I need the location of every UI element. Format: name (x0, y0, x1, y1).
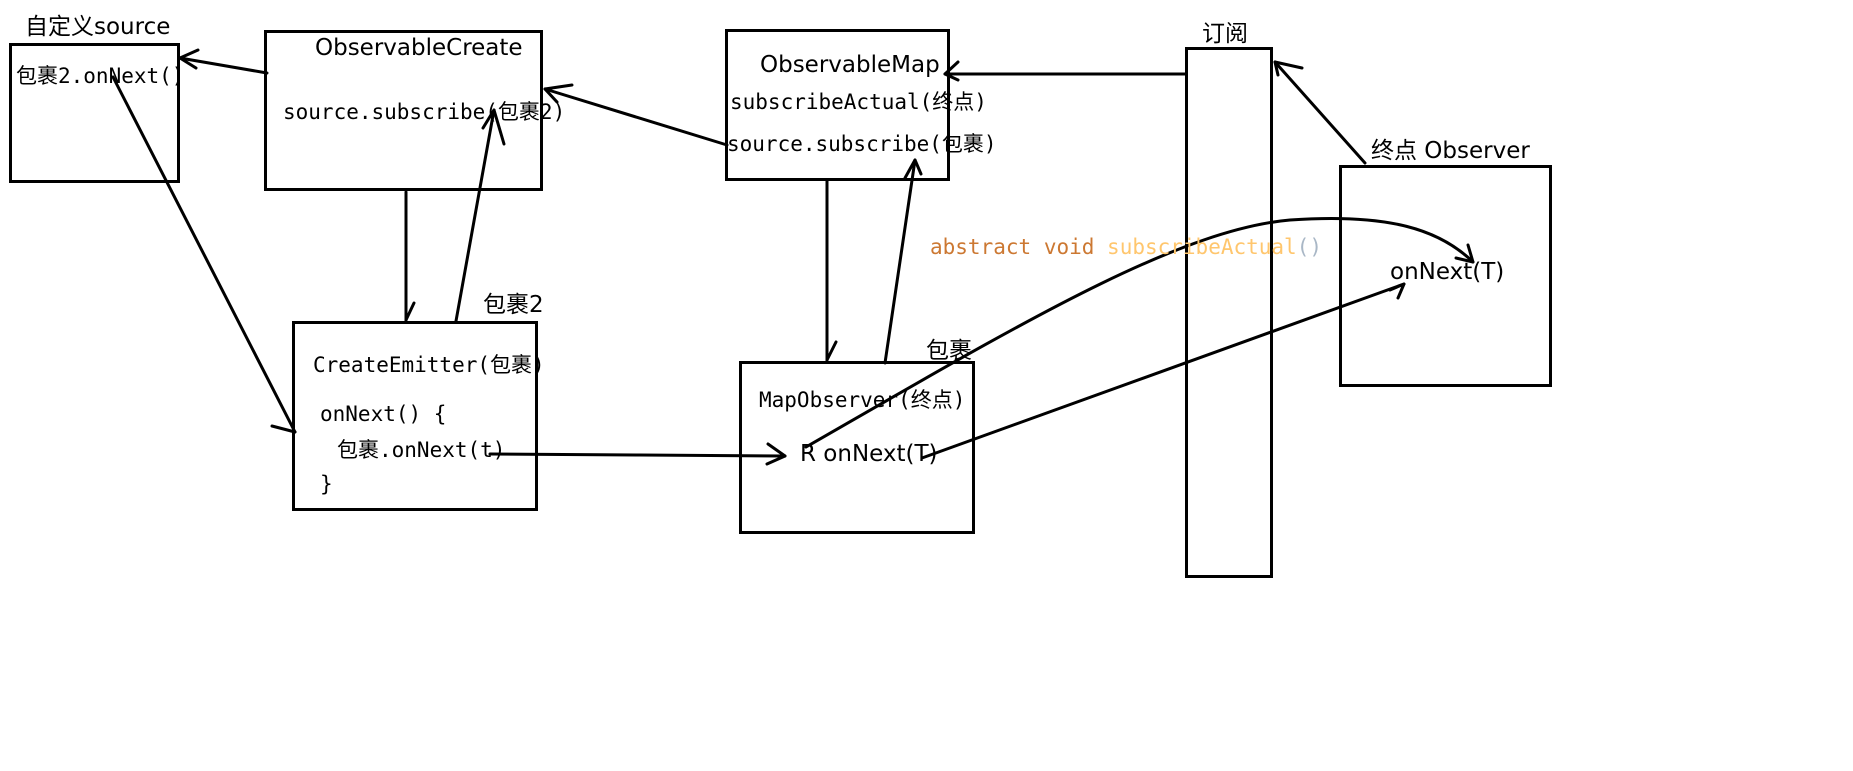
map-observer-title: MapObserver(终点) (759, 388, 966, 412)
observable-create-subscribe: source.subscribe(包裹2) (283, 100, 566, 124)
subscribe-bar (1185, 47, 1273, 578)
code-keyword-abstract: abstract (930, 235, 1032, 259)
arrow-mapobserver-to-observer (920, 282, 1406, 460)
observable-map-box (725, 29, 950, 181)
arrow-observer-to-subscribe (1273, 60, 1367, 165)
curve-to-observer (804, 216, 1475, 449)
custom-source-box (9, 43, 180, 183)
code-method-name: subscribeActual (1107, 235, 1297, 259)
create-emitter-call: 包裹.onNext(t) (337, 438, 506, 462)
arrow-emitter-to-mapobserver (488, 452, 787, 458)
observable-map-title: ObservableMap (760, 52, 940, 78)
abstract-method-code: abstract void subscribeActual() (930, 237, 1322, 258)
custom-source-label: 自定义source (25, 14, 171, 40)
final-observer-box (1339, 165, 1552, 387)
arrow-create-to-source (178, 56, 269, 75)
source-onnext-text: 包裹2.onNext() (16, 64, 185, 88)
create-emitter-box (292, 321, 538, 511)
observable-map-subscribe-actual: subscribeActual(终点) (730, 90, 987, 114)
final-observer-label: 终点 Observer (1371, 138, 1530, 164)
code-keyword-void: void (1043, 235, 1095, 259)
arrow-emitter-up (454, 108, 496, 323)
create-emitter-onnext: onNext() { (320, 402, 447, 426)
arrow-map-to-create (543, 87, 729, 147)
create-emitter-title: CreateEmitter(包裹) (313, 353, 545, 377)
map-observer-box (739, 361, 975, 534)
arrow-mapobserver-up (883, 158, 917, 365)
observable-create-box (264, 30, 543, 191)
subscribe-label: 订阅 (1202, 21, 1248, 47)
parcel-label: 包裹 (926, 338, 972, 364)
map-observer-onnext: R onNext(T) (800, 441, 938, 467)
observer-onnext: onNext(T) (1390, 259, 1505, 285)
code-parens: () (1296, 235, 1322, 259)
parcel2-label: 包裹2 (483, 292, 544, 318)
arrow-source-to-emitter (111, 75, 297, 434)
observable-create-title: ObservableCreate (315, 35, 523, 61)
create-emitter-close: } (320, 472, 333, 496)
observable-map-source-subscribe: source.subscribe(包裹) (727, 132, 997, 156)
